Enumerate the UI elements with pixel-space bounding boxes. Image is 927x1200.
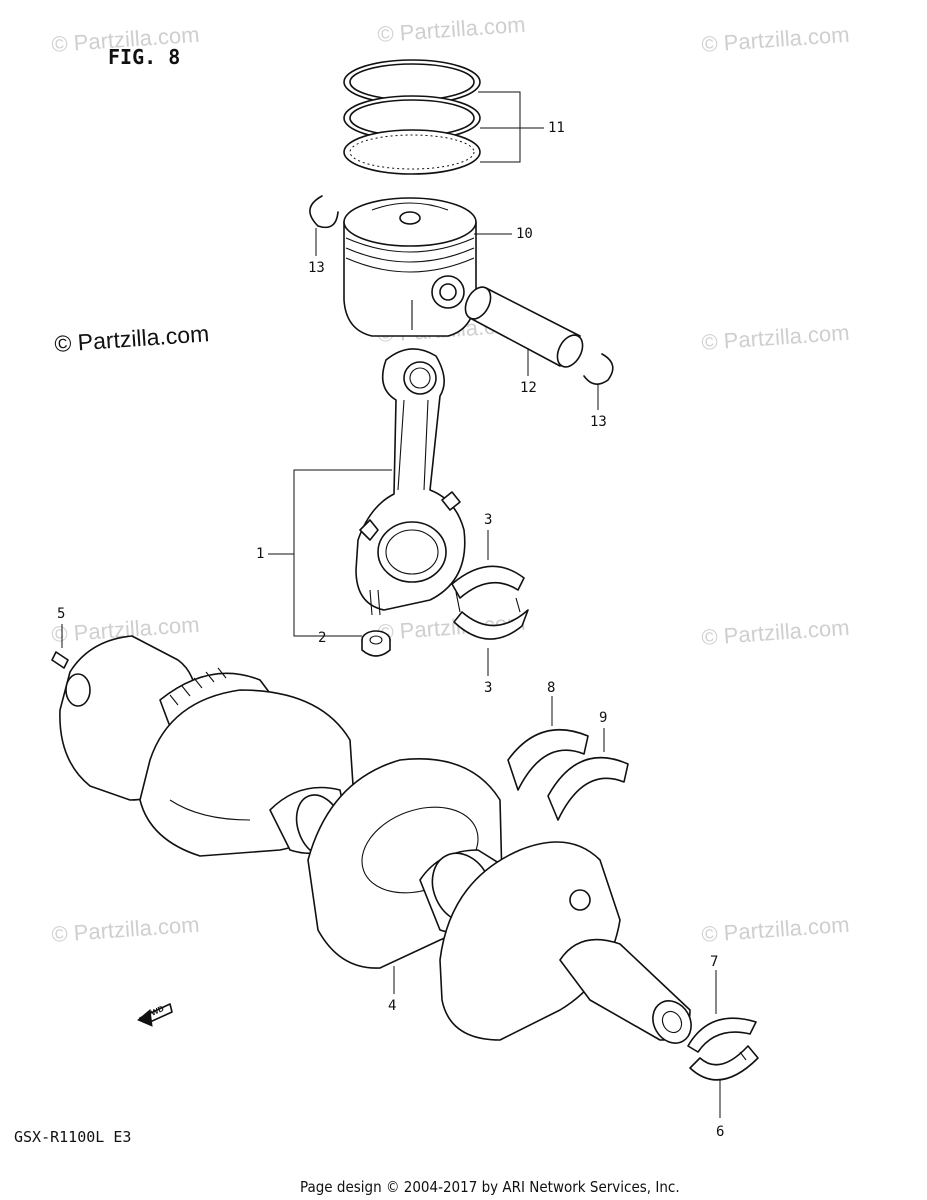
crankshaft-thrust-bearing-left [507, 728, 589, 791]
piston-pin-circlip [309, 195, 339, 229]
callout-5: 5 [57, 606, 65, 622]
watermark-emphasized: © Partzilla.com [54, 320, 210, 357]
connecting-rod-bearing-upper [451, 565, 525, 613]
connecting-rod-nut [361, 630, 391, 657]
connecting-rod-bearing-lower [453, 597, 529, 640]
callout-11: 11 [548, 120, 565, 136]
callout-3b: 3 [484, 680, 492, 696]
watermark: © Partzilla.com [701, 615, 851, 650]
callout-7: 7 [710, 954, 718, 970]
callout-3a: 3 [484, 512, 492, 528]
callout-1: 1 [256, 546, 264, 562]
crankshaft-pin [51, 651, 69, 669]
watermark: © Partzilla.com [701, 912, 851, 947]
crankshaft-bearing-lower [689, 1045, 759, 1081]
crankshaft-thrust-bearing-right [547, 756, 629, 821]
connecting-rod [355, 348, 466, 616]
model-code: GSX-R1100L E3 [14, 1128, 131, 1146]
callout-13b: 13 [590, 414, 607, 430]
piston-pin-circlip [583, 353, 614, 385]
watermark: © Partzilla.com [51, 912, 201, 947]
crankshaft-bearing-upper [687, 1017, 757, 1053]
piston-rings [343, 59, 481, 175]
figure-title: FIG. 8 [108, 45, 180, 69]
callout-9: 9 [599, 710, 607, 726]
callout-10: 10 [516, 226, 533, 242]
callout-6: 6 [716, 1124, 724, 1140]
callout-2: 2 [318, 630, 326, 646]
watermark: © Partzilla.com [701, 22, 851, 57]
leader-lines [61, 91, 721, 1118]
callout-8: 8 [547, 680, 555, 696]
watermark: © Partzilla.com [701, 320, 851, 355]
crankshaft [59, 635, 692, 1044]
callout-13a: 13 [308, 260, 325, 276]
callout-12: 12 [520, 380, 537, 396]
piston-pin [464, 286, 584, 368]
callout-4: 4 [388, 998, 396, 1014]
watermark: © Partzilla.com [377, 12, 527, 47]
callouts: 11 10 13 12 13 1 2 3 3 4 5 6 7 8 9 [57, 120, 724, 1140]
fwd-arrow-icon: FWD [137, 1003, 173, 1027]
piston [343, 197, 477, 337]
page-footer: Page design © 2004-2017 by ARI Network S… [300, 1178, 680, 1196]
